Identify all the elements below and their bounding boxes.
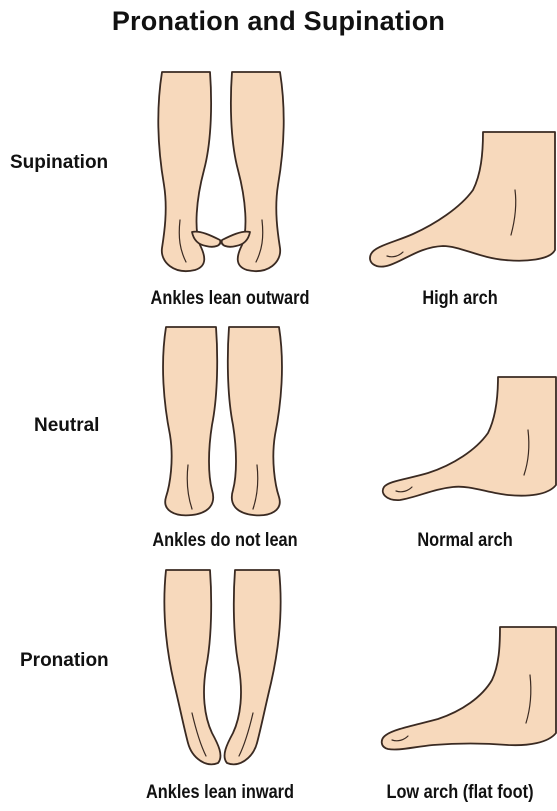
diagram-title: Pronation and Supination [0,6,557,37]
row-label-neutral: Neutral [34,415,99,437]
caption-ankles-do-not-lean: Ankles do not lean [130,530,319,552]
foot-low-arch-icon [378,625,557,755]
caption-high-arch: High arch [391,288,529,310]
legs-ankles-lean-inward-icon [160,568,285,773]
caption-ankles-lean-inward: Ankles lean inward [125,782,314,804]
legs-ankles-neutral-icon [160,325,285,520]
caption-normal-arch: Normal arch [396,530,534,552]
legs-ankles-lean-outward-icon [150,70,295,280]
row-label-pronation: Pronation [20,650,109,672]
caption-ankles-lean-outward: Ankles lean outward [135,288,324,310]
caption-low-arch-flat-foot: Low arch (flat foot) [378,782,541,804]
row-label-supination: Supination [10,152,108,174]
foot-normal-arch-icon [378,375,557,505]
foot-high-arch-icon [365,130,557,275]
